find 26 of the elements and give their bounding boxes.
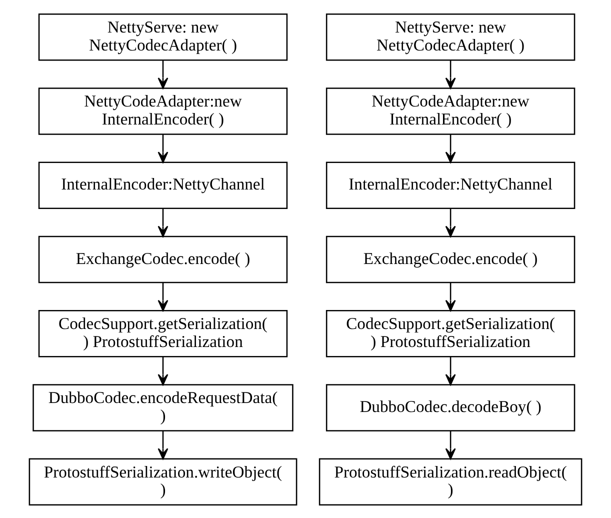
arrow [158, 282, 168, 311]
node-box: ProtostuffSerialization.writeObject( ) [28, 458, 298, 506]
node-box: NettyServe: new NettyCodecAdapter( ) [38, 12, 288, 60]
node-box: NettyCodeAdapter:new InternalEncoder( ) [38, 87, 288, 134]
arrow [445, 134, 456, 162]
arrow [158, 208, 168, 237]
node-box: ExchangeCodec.encode( ) [326, 235, 576, 283]
arrow [445, 60, 456, 88]
arrow [158, 60, 168, 88]
node-box: InternalEncoder:NettyChannel [38, 161, 288, 209]
arrow [445, 208, 456, 237]
node-box: NettyServe: new NettyCodecAdapter( ) [326, 12, 576, 60]
node-box: InternalEncoder:NettyChannel [326, 161, 576, 209]
node-box: NettyCodeAdapter:new InternalEncoder( ) [326, 87, 576, 134]
arrow [158, 430, 168, 460]
arrow [445, 430, 456, 460]
arrow [445, 356, 456, 385]
node-box: ExchangeCodec.encode( ) [38, 235, 288, 283]
arrow [445, 282, 456, 311]
node-box: CodecSupport.getSerialization( ) ProtostuffSerialization [326, 309, 576, 357]
arrow [158, 356, 168, 385]
node-box: ProtostuffSerialization.readObject( ) [318, 458, 582, 506]
node-box: DubboCodec.encodeRequestData( ) [32, 384, 294, 431]
arrow [158, 134, 168, 162]
node-box: DubboCodec.decodeBoy( ) [326, 384, 576, 431]
node-box: CodecSupport.getSerialization( ) ProtostuffSerialization [38, 309, 288, 357]
